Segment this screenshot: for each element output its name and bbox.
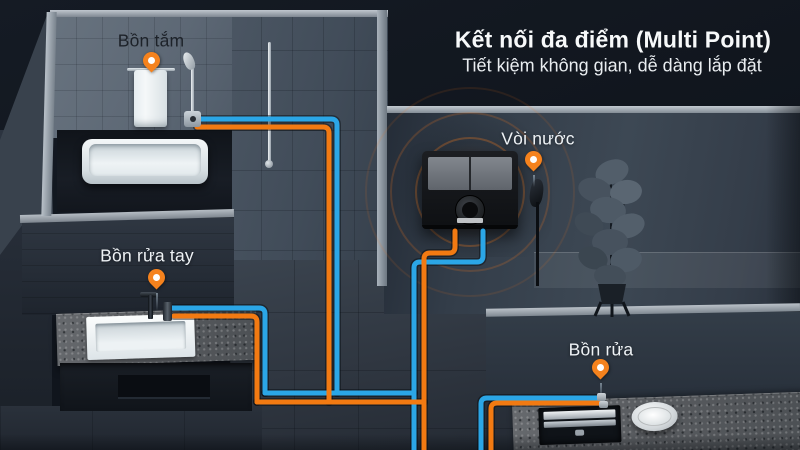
- hot-pipe-heater: [421, 228, 458, 450]
- bathtub: [82, 139, 208, 184]
- cabinet-recess: [118, 375, 210, 399]
- cold-pipe-sink: [478, 395, 604, 450]
- basin-cabinet: [60, 363, 252, 411]
- basin-pipe-connector: [163, 302, 172, 321]
- pin-hole: [146, 55, 157, 66]
- cold-pipe-basin: [167, 305, 268, 396]
- basin-faucet: [148, 295, 153, 319]
- hot-pipe-sink: [488, 400, 606, 450]
- pin-tail: [533, 175, 535, 187]
- towel: [134, 70, 167, 127]
- pin-tail: [600, 383, 602, 399]
- headline: Kết nối đa điểm (Multi Point): [454, 26, 772, 53]
- hand-shower-rod: [536, 202, 539, 286]
- heater-base: [422, 225, 518, 229]
- cold-pipe-heater: [411, 228, 486, 450]
- bathtub-basin: [89, 144, 201, 176]
- shower-rail-knob: [265, 160, 273, 168]
- shower-rail: [268, 42, 271, 166]
- heat-glow-ring: [365, 87, 575, 297]
- pipe-end-cap: [599, 401, 608, 408]
- plant-leaves: [574, 159, 645, 288]
- hot-water-pipes: [171, 124, 606, 450]
- floor-front-shadow: [0, 434, 800, 450]
- panel-gap: [469, 157, 471, 190]
- callout-label-water-tap: Vòi nước: [501, 128, 575, 149]
- pin-hole: [528, 154, 539, 165]
- hot-pipe-basin: [171, 313, 260, 405]
- floor-front-left: [0, 406, 262, 450]
- cold-pipe-bathtub: [194, 116, 340, 396]
- cold-water-pipes: [167, 116, 604, 450]
- callout-label-sink: Bồn rửa: [568, 339, 634, 360]
- mixer-knob: [190, 116, 196, 122]
- potted-plant: [574, 159, 645, 317]
- walkway-ledge: [534, 252, 800, 288]
- shower-rail: [191, 60, 194, 122]
- basin-room-wall: [22, 217, 234, 315]
- pin-hole: [151, 272, 162, 283]
- brand-badge: [457, 218, 483, 223]
- corner-shadow: [766, 106, 800, 314]
- basin-faucet-spout: [140, 292, 157, 297]
- callout-label-handwash-basin: Bồn rửa tay: [100, 245, 194, 266]
- pipe-end-cap: [597, 393, 606, 401]
- heater-dial-center: [462, 202, 478, 218]
- water-heater: [422, 151, 518, 229]
- wall-top-edge: [50, 10, 388, 17]
- hot-pipe-bathtub: [194, 124, 332, 405]
- wall-top-edge: [384, 106, 800, 113]
- callout-label-bathtub: Bồn tắm: [117, 30, 185, 51]
- subheadline: Tiết kiệm không gian, dễ dàng lắp đặt: [462, 55, 762, 76]
- middle-tiled-wall: [230, 10, 388, 260]
- pin-tail: [156, 293, 158, 311]
- bath-mixer-valve: [184, 111, 201, 127]
- plant-pot: [598, 284, 626, 304]
- pin-hole: [595, 362, 606, 373]
